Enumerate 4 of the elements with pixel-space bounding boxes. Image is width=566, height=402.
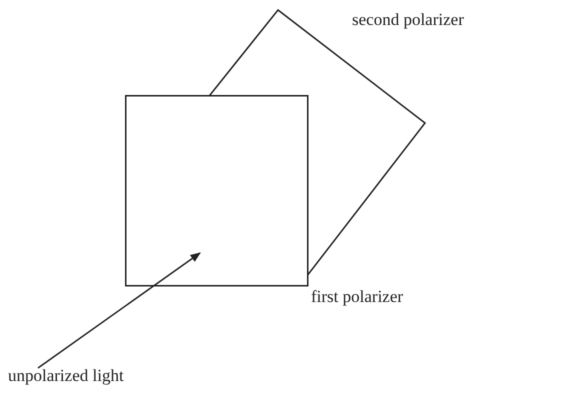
polarizer-label: first polarizer xyxy=(311,287,404,307)
polarizer-label: second polarizer xyxy=(352,10,464,30)
light-label: unpolarized light xyxy=(8,366,124,386)
arrow xyxy=(38,252,201,369)
